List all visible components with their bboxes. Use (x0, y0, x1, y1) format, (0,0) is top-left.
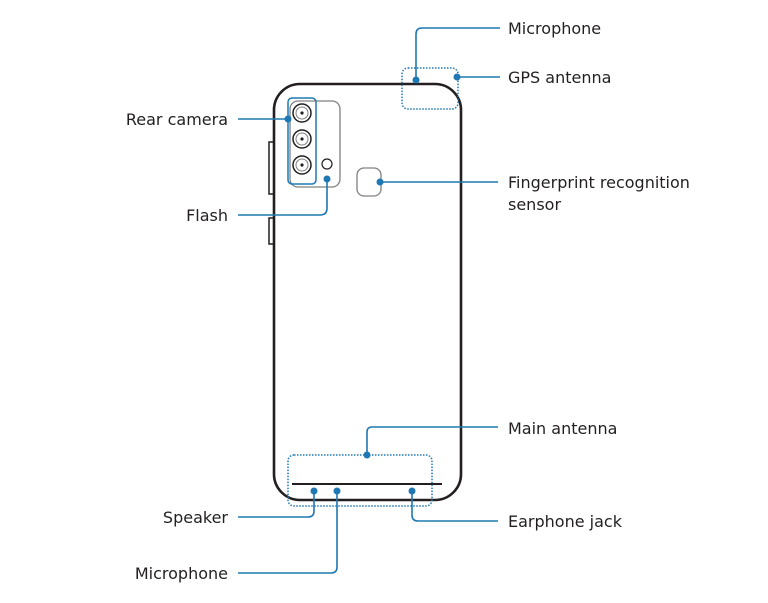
callout-dot-speaker (310, 487, 318, 495)
callout-dot-microphone-bottom (333, 487, 341, 495)
power-button (268, 217, 275, 245)
phone-body-outline (272, 82, 463, 502)
callout-line-main-antenna (366, 426, 498, 455)
volume-button (268, 141, 275, 195)
callout-dot-gps (453, 73, 461, 81)
callout-line-flash (238, 179, 328, 216)
label-flash: Flash (186, 206, 228, 225)
callout-line-microphone-bottom (238, 491, 338, 574)
callout-dot-earphone-jack (408, 487, 416, 495)
camera-lenses (292, 103, 312, 175)
top-dotted-area (401, 67, 459, 110)
label-main-antenna: Main antenna (508, 419, 617, 438)
callout-line-microphone-top (415, 27, 500, 80)
callout-dot-flash (323, 175, 331, 183)
label-fingerprint-line2: sensor (508, 195, 561, 214)
callout-dot-main-antenna (363, 451, 371, 459)
rear-camera-highlight (287, 97, 317, 185)
label-speaker: Speaker (163, 508, 229, 527)
callout-line-earphone-jack (411, 491, 498, 522)
flash-icon (321, 158, 333, 170)
callout-line-speaker (238, 491, 315, 518)
label-gps-antenna: GPS antenna (508, 68, 611, 87)
label-rear-camera: Rear camera (126, 110, 228, 129)
callout-dot-rear-camera (284, 115, 292, 123)
label-fingerprint-line1: Fingerprint recognition (508, 173, 690, 192)
callout-dot-fingerprint (376, 178, 384, 186)
label-microphone-bottom: Microphone (135, 564, 228, 583)
camera-module (289, 100, 341, 188)
bottom-dotted-area (287, 454, 433, 507)
callout-dot-microphone-top (412, 76, 420, 84)
label-microphone-top: Microphone (508, 19, 601, 38)
label-earphone-jack: Earphone jack (508, 512, 623, 531)
